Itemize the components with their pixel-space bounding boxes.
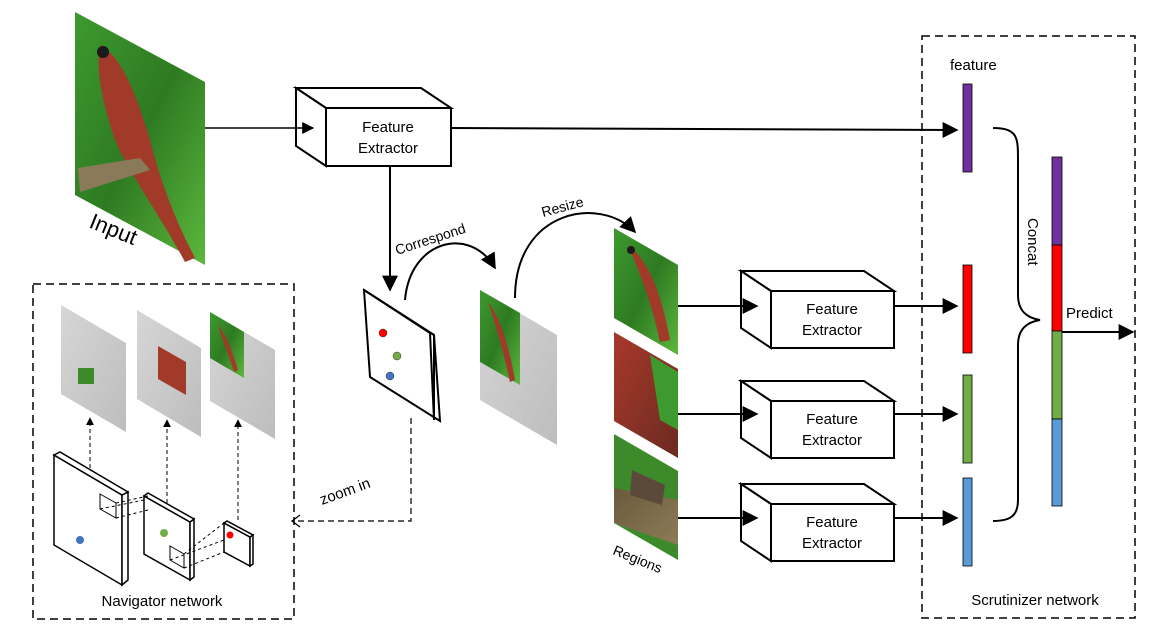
region-image-2 <box>614 332 678 458</box>
navigator-dashed-connectors <box>99 495 225 569</box>
concat-label: Concat <box>1024 218 1041 266</box>
feature-extractor-region-2-line2: Extractor <box>802 432 862 449</box>
navigator-map-large <box>52 451 130 587</box>
feature-extractor-region-2-line1: Feature <box>806 411 858 428</box>
arrow-correspond <box>404 242 496 301</box>
feature-extractor-region-1-line1: Feature <box>806 301 858 318</box>
arrow-extractor-to-feature <box>450 121 959 138</box>
feature-label: feature <box>950 57 997 74</box>
input-image <box>75 12 205 265</box>
anchor-blue-dot <box>385 371 395 381</box>
navigator-image-3 <box>210 312 275 439</box>
feature-extractor-region-1: Feature Extractor <box>737 269 898 350</box>
concat-brace <box>992 127 1041 522</box>
scrutinizer-network-box <box>921 35 1136 619</box>
scrutinizer-network-label: Scrutinizer network <box>971 592 1099 609</box>
navigator-red-dot <box>226 531 234 539</box>
concat-segment-region-2 <box>1051 330 1063 420</box>
feature-bar-region-3 <box>962 477 973 567</box>
predict-label: Predict <box>1066 305 1114 322</box>
navigator-image-1 <box>61 305 126 432</box>
concat-feature-bar <box>1051 156 1063 507</box>
resize-label: Resize <box>540 193 586 220</box>
region-image-1 <box>614 228 678 355</box>
navigator-map-medium <box>142 492 196 582</box>
feature-extractor-region-3-line2: Extractor <box>802 535 862 552</box>
navigator-network-box <box>32 283 295 620</box>
concat-segment-region-3 <box>1051 418 1063 507</box>
navigator-green-dot <box>160 529 168 537</box>
navigator-map-small <box>222 520 255 568</box>
anchor-green-dot <box>392 351 402 361</box>
navigator-network-label: Navigator network <box>102 593 223 610</box>
correspond-image <box>480 290 557 445</box>
navigator-image-2 <box>137 310 201 437</box>
branch-shape <box>78 158 150 192</box>
feature-extractor-region-3-line1: Feature <box>806 514 858 531</box>
region-image-3 <box>614 434 678 560</box>
feature-bar-region-2 <box>962 374 973 464</box>
feature-extractor-region-2: Feature Extractor <box>737 379 898 460</box>
feature-extractor-region-3: Feature Extractor <box>737 482 898 563</box>
concat-segment-global <box>1051 156 1063 246</box>
feature-extractor-top: Feature Extractor <box>292 86 455 168</box>
feature-extractor-region-1-line2: Extractor <box>802 322 862 339</box>
bird-shape <box>98 45 195 262</box>
feature-bar-global <box>962 83 973 173</box>
anchor-map <box>362 288 442 423</box>
arrow-resize <box>514 212 637 299</box>
feature-extractor-top-line2: Extractor <box>358 140 418 157</box>
anchor-red-dot <box>378 328 388 338</box>
feature-extractor-top-line1: Feature <box>362 119 414 136</box>
zoom-in-arrowhead <box>291 514 301 528</box>
navigator-blue-dot <box>76 536 84 544</box>
zoom-in-path <box>296 418 412 522</box>
concat-segment-region-1 <box>1051 244 1063 332</box>
feature-bar-region-1 <box>962 264 973 354</box>
zoom-in-label: zoom in <box>318 475 373 509</box>
